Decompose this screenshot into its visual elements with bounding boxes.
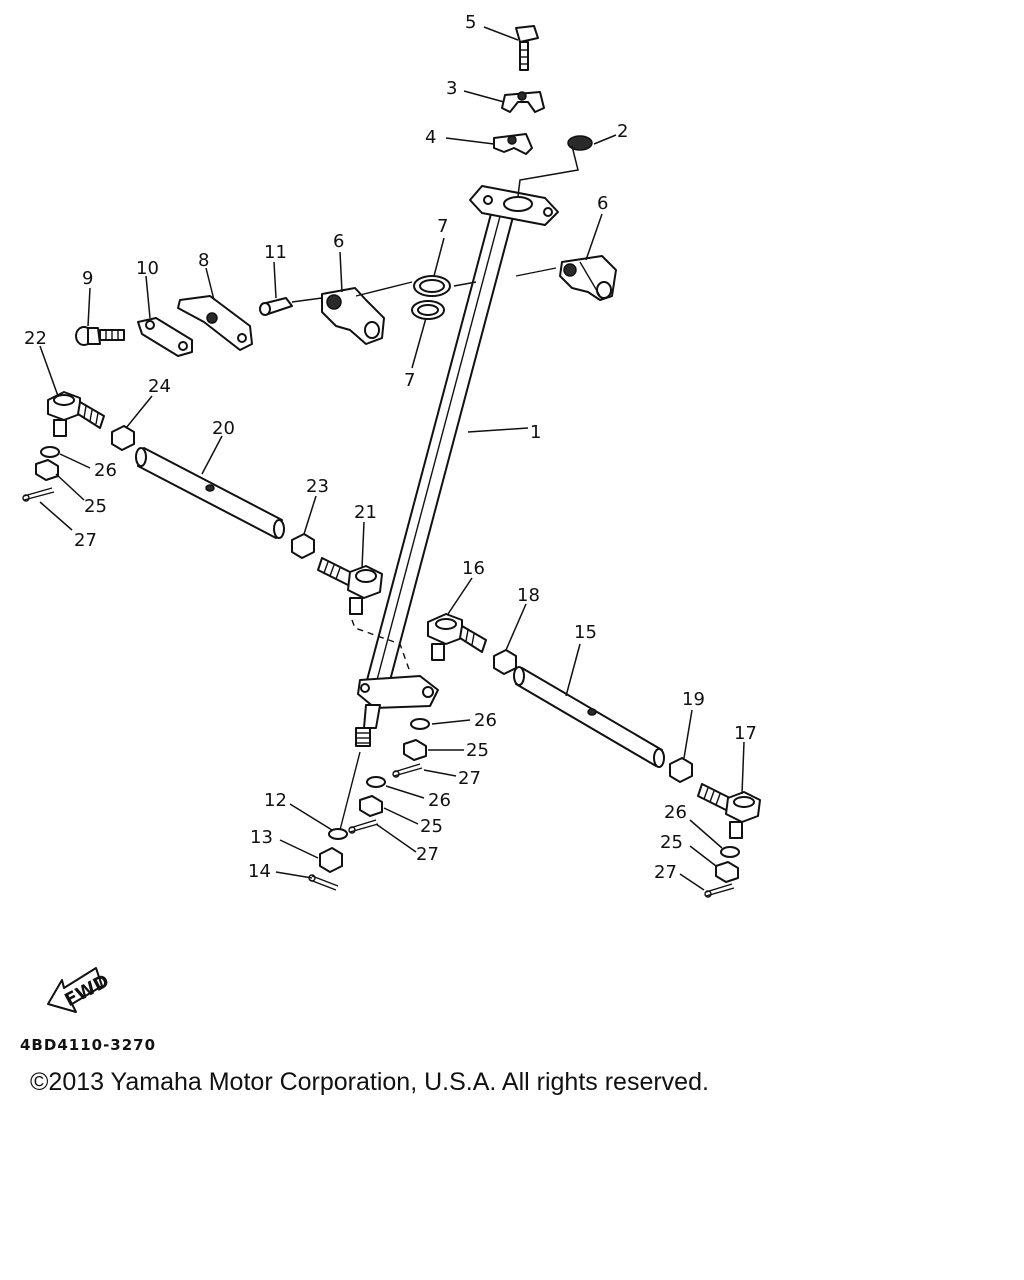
cotter-pin-27-center-lower [348,819,379,834]
callout-23: 23 [306,476,329,497]
callout-27-center-lower: 27 [416,844,439,865]
leader-lines [39,26,745,891]
callout-27-right: 27 [654,862,677,883]
callout-7-upper: 7 [437,216,448,237]
column-holder-6-right [559,255,617,301]
washer-26-center-upper [410,718,430,730]
callout-18: 18 [517,585,540,606]
callout-24: 24 [148,376,171,397]
arm-plate-8 [177,295,253,351]
callout-25-center-lower: 25 [420,816,443,837]
callout-14: 14 [248,861,271,882]
washer-12 [328,828,348,840]
drawing-code: 4BD4110-3270 [20,1036,157,1054]
callout-4: 4 [425,127,436,148]
callout-2: 2 [617,121,628,142]
lock-washer-10 [137,317,193,357]
bolt-9 [75,326,125,346]
castle-nut-25-center-lower [359,795,383,817]
castle-nut-25-center-upper [403,739,427,761]
callout-25-right: 25 [660,832,683,853]
tie-rod-15 [513,666,665,768]
callout-25-left: 25 [84,496,107,517]
callout-17: 17 [734,723,757,744]
callout-16: 16 [462,558,485,579]
bushing-7-lower [411,300,445,320]
callout-21: 21 [354,502,377,523]
callout-7-lower: 7 [404,370,415,391]
tie-rod-end-16 [427,613,487,661]
callout-27-left: 27 [74,530,97,551]
callout-6-right: 6 [597,193,608,214]
tie-rod-end-21 [317,557,383,615]
collar-11 [259,297,323,316]
handlebar-holder-upper-3 [501,91,545,113]
cotter-pin-27-center-upper [392,763,423,778]
callout-26-center-lower: 26 [428,790,451,811]
callout-26-right: 26 [664,802,687,823]
castle-nut-25-left [35,459,59,481]
tie-rod-end-17 [697,783,761,839]
callout-25-center-upper: 25 [466,740,489,761]
tie-rod-20 [135,447,285,539]
callout-26-center-upper: 26 [474,710,497,731]
callout-11: 11 [264,242,287,263]
washer-26-left [40,446,60,458]
callout-1: 1 [530,422,541,443]
callout-numbers: 5 3 4 2 6 6 7 7 8 11 10 9 22 24 20 1 26 … [24,12,757,883]
handlebar-holder-lower-4 [493,133,533,155]
nut-13 [319,847,343,873]
washer-26-center-lower [366,776,386,788]
washer-26-right [720,846,740,858]
cotter-pin-27-left [22,487,55,502]
nut-23 [291,533,315,559]
callout-26-left: 26 [94,460,117,481]
steering-column [339,185,559,831]
callout-20: 20 [212,418,235,439]
callout-13: 13 [250,827,273,848]
cap-2 [517,135,593,197]
callout-12: 12 [264,790,287,811]
callout-15: 15 [574,622,597,643]
callout-6-left: 6 [333,231,344,252]
nut-18 [493,649,517,675]
bolt-5 [515,25,539,71]
callout-3: 3 [446,78,457,99]
callout-27-center-upper: 27 [458,768,481,789]
copyright-notice: ©2013 Yamaha Motor Corporation, U.S.A. A… [30,1068,709,1096]
nut-19 [669,757,693,783]
callout-5: 5 [465,12,476,33]
tie-rod-end-22 [47,391,105,437]
nut-24 [111,425,135,451]
cotter-pin-27-right [704,883,735,898]
callout-10: 10 [136,258,159,279]
callout-9: 9 [82,268,93,289]
bushing-7-upper [413,275,451,297]
callout-19: 19 [682,689,705,710]
castle-nut-25-right [715,861,739,883]
column-holder-6-left [321,287,385,345]
callout-8: 8 [198,250,209,271]
cotter-pin-14 [308,874,339,891]
fwd-arrow: FWD [47,967,113,1013]
callout-22: 22 [24,328,47,349]
